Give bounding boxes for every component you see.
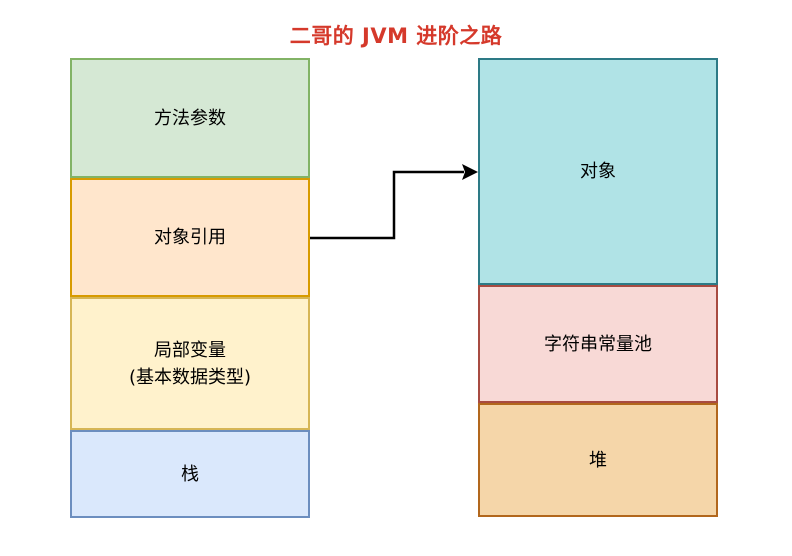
stack-box-object-reference: 对象引用 — [70, 178, 310, 297]
object-reference-label: 对象引用 — [154, 227, 226, 248]
object-label: 对象 — [580, 161, 616, 182]
heap-label: 堆 — [589, 449, 607, 471]
method-params-label: 方法参数 — [154, 107, 226, 129]
diagram-title: 二哥的 JVM 进阶之路 — [289, 24, 503, 48]
stack-column: 方法参数 对象引用 局部变量 (基本数据类型) 栈 — [70, 58, 310, 518]
stack-box-local-variables: 局部变量 (基本数据类型) — [70, 297, 310, 430]
stack-label: 栈 — [181, 463, 199, 485]
heap-box-heap: 堆 — [478, 403, 718, 517]
heap-box-string-constant-pool: 字符串常量池 — [478, 285, 718, 403]
reference-arrow-line — [310, 170, 464, 240]
heap-column: 对象 字符串常量池 堆 — [478, 58, 718, 517]
heap-box-object: 对象 — [478, 58, 718, 285]
stack-box-method-params: 方法参数 — [70, 58, 310, 178]
local-variables-label: 局部变量 (基本数据类型) — [128, 339, 252, 388]
stack-box-stack: 栈 — [70, 430, 310, 518]
reference-arrow-head-icon — [462, 164, 478, 180]
string-constant-pool-label: 字符串常量池 — [544, 333, 652, 355]
